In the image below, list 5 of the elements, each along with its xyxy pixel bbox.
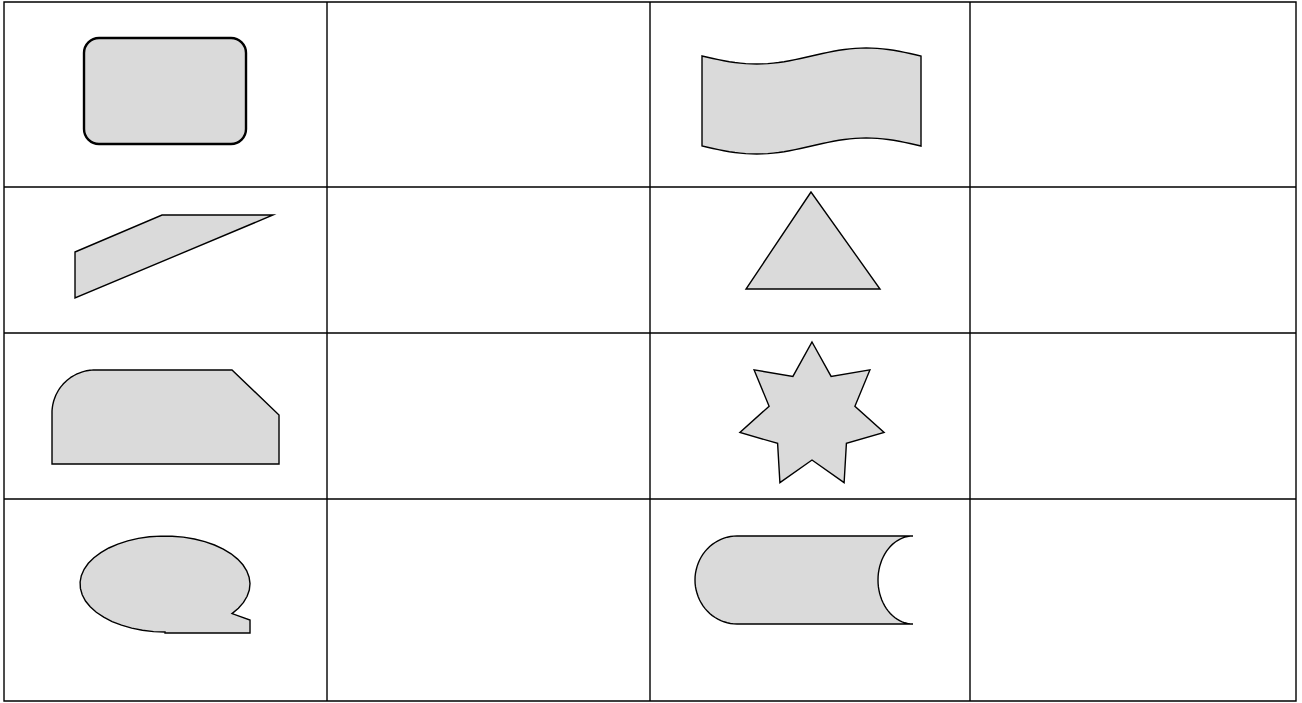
rounded-rectangle xyxy=(82,36,248,146)
stored-data-shape xyxy=(694,535,914,625)
speech-bubble xyxy=(79,535,251,634)
cut-corner-shape xyxy=(51,369,280,465)
wavy-banner xyxy=(701,47,922,155)
